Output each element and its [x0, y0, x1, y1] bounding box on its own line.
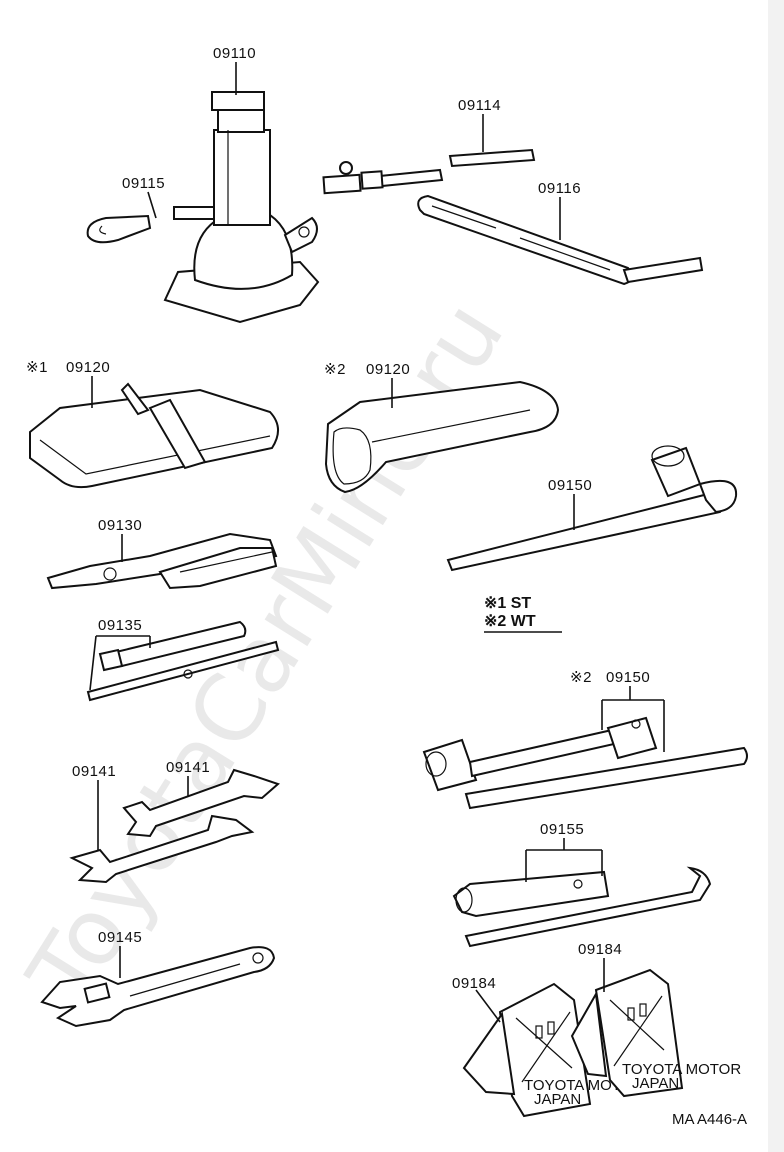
part-number-screwdriver: 09135	[98, 617, 142, 634]
leader-chock-left	[475, 989, 501, 1023]
part-number-tool-bag-st: 09120	[66, 359, 110, 376]
chock-right-text-1: TOYOTA MOTOR	[622, 1061, 741, 1078]
socket-wrench-illustration	[452, 866, 712, 948]
legend-line-st: ※1 ST	[484, 595, 531, 612]
part-number-hook: 09115	[122, 175, 165, 192]
leader-screwdriver-left	[89, 635, 97, 691]
part-number-wrench-large: 09141	[72, 763, 116, 780]
legend-mark-tool-bag-wt: ※2	[324, 361, 346, 378]
handle-lever-illustration	[417, 194, 704, 286]
part-number-lug-wrench-wt: 09150	[606, 669, 650, 686]
jack-illustration	[163, 91, 320, 324]
tool-bag-st-illustration	[29, 382, 279, 489]
chock-right-text-2: JAPAN	[632, 1075, 679, 1092]
screwdriver-illustration	[86, 620, 280, 702]
diagram-code: MA A446-A	[672, 1111, 747, 1128]
part-number-adjustable-wrench: 09145	[98, 929, 142, 946]
wrench-large-illustration	[69, 814, 255, 884]
chock-left-text-2: JAPAN	[534, 1091, 581, 1108]
wheel-chock-right-illustration: TOYOTA MOTOR JAPAN	[570, 968, 741, 1098]
leader-hook	[147, 191, 157, 219]
pliers-illustration	[46, 532, 278, 590]
wheel-chock-left-illustration: TOYOTA MOTOR JAPAN	[462, 982, 643, 1118]
part-number-lug-wrench: 09150	[548, 477, 592, 494]
right-gutter	[768, 0, 784, 1152]
part-number-chock-left: 09184	[452, 975, 496, 992]
part-number-jack: 09110	[213, 45, 256, 62]
part-number-pliers: 09130	[98, 517, 142, 534]
part-number-handle-lever: 09116	[538, 180, 581, 197]
jack-handle-illustration	[322, 148, 536, 195]
tool-bag-wt-illustration	[324, 380, 560, 494]
legend-mark-tool-bag-st: ※1	[26, 359, 48, 376]
part-number-socket-wrench: 09155	[540, 821, 584, 838]
lug-wrench-wt-illustration	[422, 716, 748, 810]
hook-illustration	[86, 214, 152, 244]
legend-line-wt: ※2 WT	[484, 613, 536, 630]
adjustable-wrench-illustration	[40, 946, 276, 1028]
lug-wrench-illustration	[446, 445, 738, 572]
wrench-small-illustration	[122, 768, 280, 838]
part-number-wrench-small: 09141	[166, 759, 210, 776]
part-number-jack-handle: 09114	[458, 97, 501, 114]
part-number-chock-right: 09184	[578, 941, 622, 958]
legend-mark-lug-wrench-wt: ※2	[570, 669, 592, 686]
part-number-tool-bag-wt: 09120	[366, 361, 410, 378]
